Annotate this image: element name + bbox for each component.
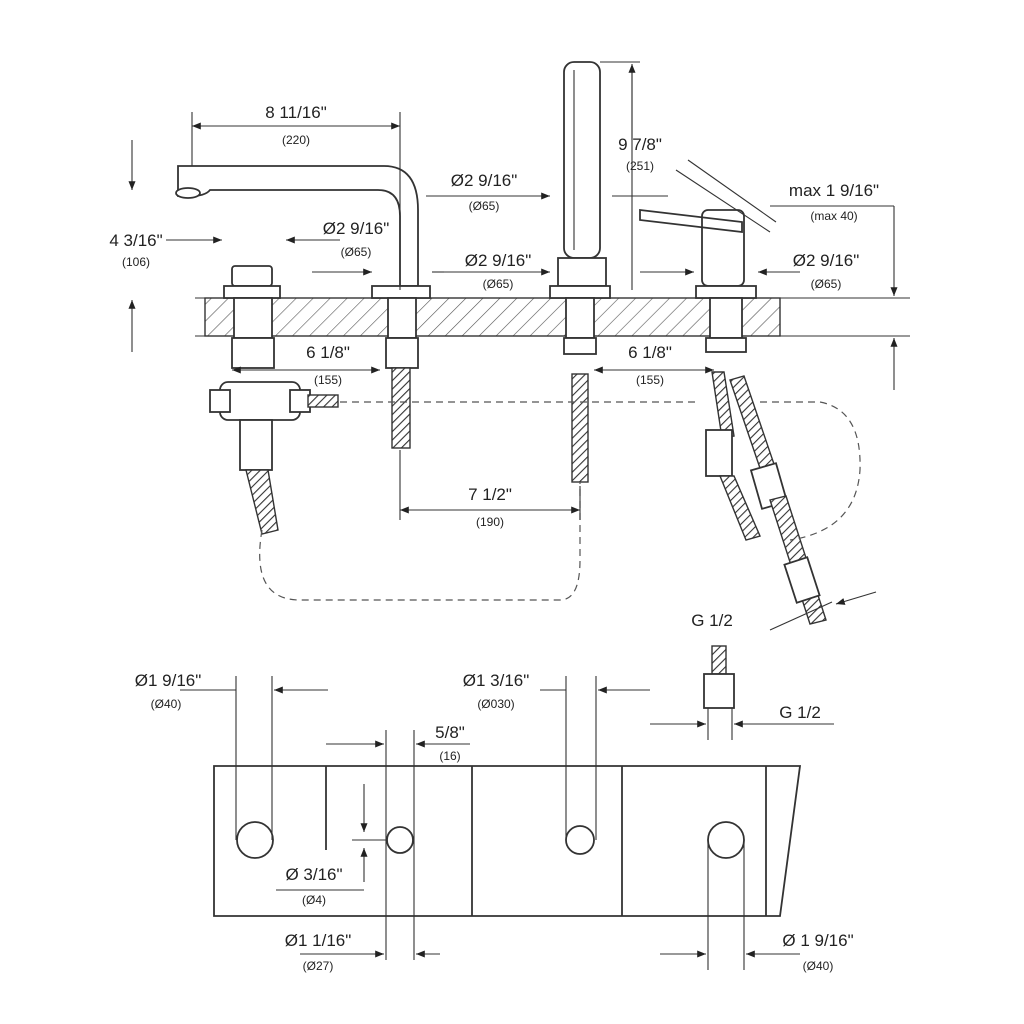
spacing-left-label: 6 1/8" <box>306 343 350 362</box>
dimension-labels: 8 11/16" (220) 4 3/16" (106) Ø2 9/16" (Ø… <box>109 103 879 973</box>
lever-mixer <box>639 159 827 625</box>
handshower-height-label: 9 7/8" <box>618 135 662 154</box>
valve-assembly <box>209 265 339 535</box>
small-hole-label: Ø 3/16" <box>285 865 342 884</box>
hole-center-metric: (Ø030) <box>477 697 514 711</box>
mixer-base-metric: (Ø65) <box>811 277 842 291</box>
lever-height-label: max 1 9/16" <box>789 181 879 200</box>
spout-width-label: 8 11/16" <box>265 103 327 122</box>
spacing-left-metric: (155) <box>314 373 342 387</box>
handshower-base-metric: (Ø65) <box>483 277 514 291</box>
deck-hole-2 <box>386 826 414 854</box>
hole-27-label: Ø1 1/16" <box>285 931 352 950</box>
diverter-base-metric: (Ø65) <box>469 199 500 213</box>
handshower-height-metric: (251) <box>626 159 654 173</box>
hole-27-metric: (Ø27) <box>303 959 334 973</box>
dimensions-top <box>128 61 898 631</box>
spout-width-metric: (220) <box>282 133 310 147</box>
diverter-base-label: Ø2 9/16" <box>451 171 518 190</box>
hole-offset-metric: (16) <box>439 749 460 763</box>
deck-hole-3 <box>565 825 595 855</box>
hose-spacing-label: 7 1/2" <box>468 485 512 504</box>
hand-shower <box>549 61 611 483</box>
spout-height-label: 4 3/16" <box>109 231 162 250</box>
spacing-right-metric: (155) <box>636 373 664 387</box>
hole-1-label: Ø1 9/16" <box>135 671 202 690</box>
spacing-right-label: 6 1/8" <box>628 343 672 362</box>
handshower-base-label: Ø2 9/16" <box>465 251 532 270</box>
thread-top-label: G 1/2 <box>691 611 733 630</box>
hole-4-metric: (Ø40) <box>803 959 834 973</box>
spout <box>175 165 431 449</box>
hole-offset-label: 5/8" <box>435 723 465 742</box>
small-hole-metric: (Ø4) <box>302 893 326 907</box>
deck-hole-1 <box>236 821 274 859</box>
deck-section <box>204 297 781 337</box>
hole-4-label: Ø 1 9/16" <box>782 931 853 950</box>
thread-side-label: G 1/2 <box>779 703 821 722</box>
mixer-base-label: Ø2 9/16" <box>793 251 860 270</box>
spout-base-label: Ø2 9/16" <box>323 219 390 238</box>
spout-height-metric: (106) <box>122 255 150 269</box>
lever-height-metric: (max 40) <box>810 209 857 223</box>
hose-spacing-metric: (190) <box>476 515 504 529</box>
spout-base-metric: (Ø65) <box>341 245 372 259</box>
deck-hole-4 <box>707 821 745 859</box>
hole-1-metric: (Ø40) <box>151 697 182 711</box>
deck-plan <box>180 645 834 970</box>
hole-center-label: Ø1 3/16" <box>463 671 530 690</box>
